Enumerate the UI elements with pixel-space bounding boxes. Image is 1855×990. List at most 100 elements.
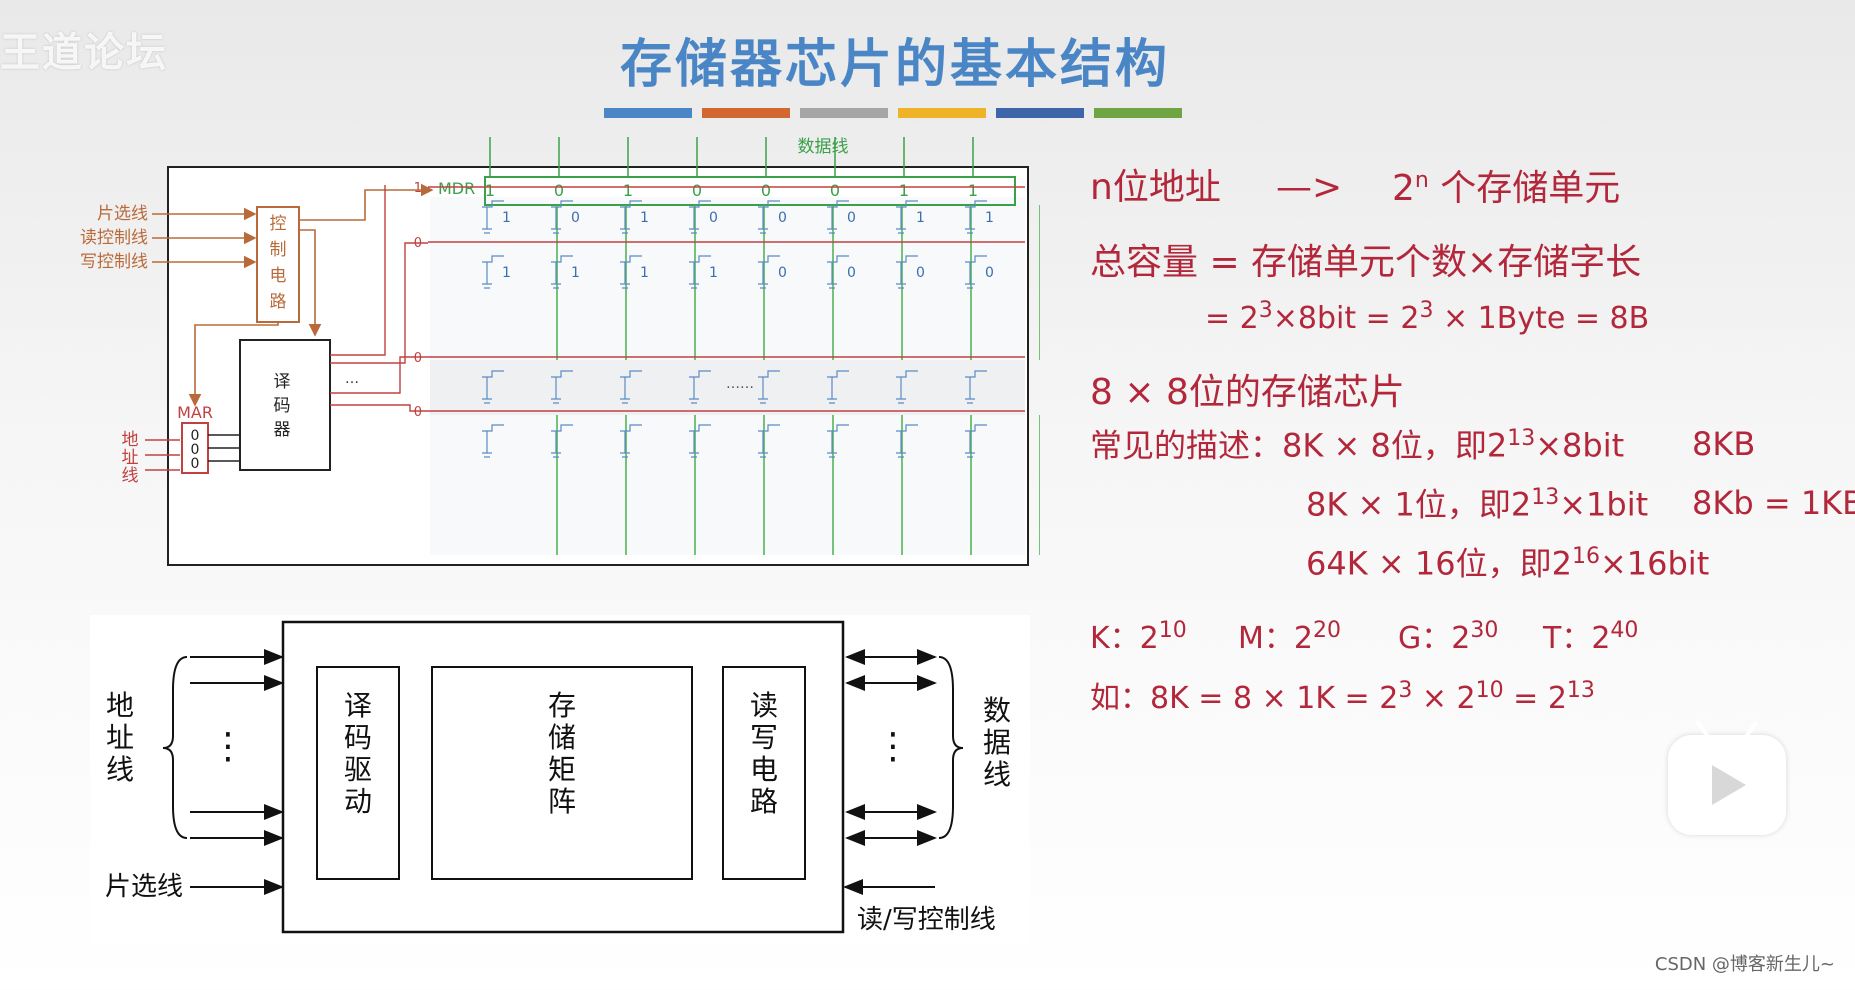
title-bar-3	[898, 108, 986, 118]
address-line-char: 线	[122, 466, 139, 486]
control-circuit-char: 控	[270, 214, 287, 234]
memory-cell	[827, 255, 849, 289]
cell-bit: 1	[709, 265, 718, 281]
cell-bit: 0	[778, 210, 787, 226]
decoder-box	[239, 339, 331, 471]
rightLabel-char: 数	[983, 694, 1011, 727]
rightLabel-char: 据	[983, 726, 1011, 759]
read-control-label: 读控制线	[80, 228, 148, 248]
page-title: 存储器芯片的基本结构	[619, 35, 1170, 95]
word-line-value: 1	[414, 181, 422, 196]
note-line-7: 64K × 16位，即216×16bit	[1306, 544, 1710, 583]
title-bar-4	[996, 108, 1084, 118]
bilibili-play-icon[interactable]	[1668, 735, 1786, 835]
mdr-bit: 1	[623, 181, 633, 200]
note-line-6: 8K × 1位，即213×1bit 8Kb = 1KB	[1306, 484, 1855, 524]
note-line-3: = 23×8bit = 23 × 1Byte = 8B	[1205, 298, 1650, 336]
boxRW-char: 写	[750, 721, 778, 754]
memory-cell	[827, 424, 849, 458]
leftLabel-char: 线	[106, 753, 134, 786]
memory-cell	[689, 200, 711, 234]
decoder-dots: …	[345, 371, 359, 387]
memory-cell	[551, 255, 573, 289]
cell-bit: 1	[502, 265, 511, 281]
boxMatrix-char: 矩	[548, 753, 576, 786]
control-circuit-char: 电	[270, 266, 287, 286]
title-bar-0	[604, 108, 692, 118]
bottom-chip-select-label: 片选线	[105, 872, 183, 902]
cell-bit: 1	[985, 210, 994, 226]
boxDecode-char: 动	[344, 785, 372, 818]
chip-select-label: 片选线	[97, 204, 148, 224]
boxDecode-char: 译	[344, 689, 372, 722]
boxRW-char: 读	[750, 689, 778, 722]
mar-bit: 0	[191, 442, 200, 458]
memory-cell	[551, 370, 573, 404]
word-line-value: 0	[414, 351, 422, 366]
boxDecode-char: 驱	[344, 753, 372, 786]
right-dots: ⋮	[875, 726, 911, 767]
leftLabel-char: 地	[106, 689, 134, 722]
note-line-5: 常见的描述：8K × 8位，即213×8bit 8KB	[1090, 425, 1756, 465]
memory-cell	[482, 200, 504, 234]
mdr-bit: 0	[830, 181, 840, 200]
memory-cell	[620, 370, 642, 404]
note-line-9: 如：8K = 8 × 1K = 23 × 210 = 213	[1090, 678, 1595, 716]
decoder-char: 译	[274, 372, 291, 392]
decoder-char: 器	[274, 420, 291, 440]
memory-cell	[758, 200, 780, 234]
csdn-watermark: CSDN @博客新生儿~	[1654, 954, 1835, 975]
address-line-char: 址	[122, 448, 139, 468]
cell-bit: 0	[778, 265, 787, 281]
memory-cell	[689, 424, 711, 458]
memory-cell	[482, 370, 504, 404]
mdr-bit: 1	[968, 181, 978, 200]
cell-bit: 1	[916, 210, 925, 226]
memory-cell	[551, 424, 573, 458]
note-line-1: n位地址 —> 2n 个存储单元	[1090, 167, 1621, 209]
leftLabel-char: 址	[106, 721, 134, 754]
boxDecode-char: 码	[344, 721, 372, 754]
memory-cell	[896, 200, 918, 234]
address-line-char: 地	[122, 430, 139, 450]
mdr-register	[484, 176, 1016, 206]
cell-bit: 0	[916, 265, 925, 281]
cell-bit: 0	[709, 210, 718, 226]
cell-bit: 0	[985, 265, 994, 281]
rw-circuit-box	[722, 666, 806, 880]
memory-cell	[551, 200, 573, 234]
mar-register	[181, 422, 209, 474]
note-line-4: 8 × 8位的存储芯片	[1090, 372, 1405, 413]
memory-cell	[620, 255, 642, 289]
mar-bit: 0	[191, 456, 200, 472]
mdr-bit: 1	[485, 181, 495, 200]
mdr-bit: 0	[692, 181, 702, 200]
boxMatrix-char: 阵	[548, 785, 576, 818]
decoder-char: 码	[274, 396, 291, 416]
memory-cell	[965, 370, 987, 404]
mdr-bit: 1	[899, 181, 909, 200]
memory-cell	[620, 424, 642, 458]
play-icon	[1712, 765, 1746, 805]
cell-bit: 0	[571, 210, 580, 226]
chip-outline	[281, 620, 845, 934]
memory-cell	[965, 255, 987, 289]
memory-cell	[896, 370, 918, 404]
memory-cell	[758, 424, 780, 458]
cell-bit: 0	[847, 265, 856, 281]
rows-ellipsis: ……	[726, 376, 754, 392]
cell-bit: 1	[640, 265, 649, 281]
cell-bit: 1	[640, 210, 649, 226]
memory-cell	[827, 200, 849, 234]
cell-bit: 1	[502, 210, 511, 226]
decode-driver-box	[316, 666, 400, 880]
memory-cell	[482, 424, 504, 458]
memory-cell	[965, 424, 987, 458]
mdr-bit: 0	[761, 181, 771, 200]
boxMatrix-char: 存	[548, 689, 576, 722]
memory-cell	[827, 370, 849, 404]
memory-cell	[896, 255, 918, 289]
mar-bit: 0	[191, 428, 200, 444]
title-underline-bars	[604, 108, 1182, 118]
